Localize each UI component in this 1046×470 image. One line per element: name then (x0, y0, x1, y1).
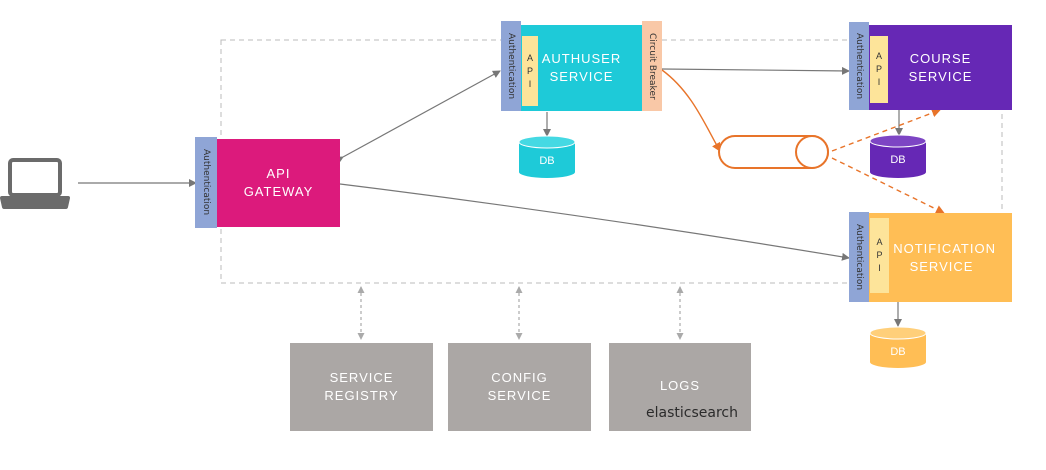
notification-api-p: P (876, 250, 883, 260)
course-api-a: A (875, 51, 882, 61)
notification-api-strip: A P I (870, 218, 889, 293)
authuser-label-1: AUTHUSER (541, 51, 622, 66)
course-api-strip: A P I (870, 36, 888, 103)
course-api-i: I (877, 77, 881, 87)
notification-auth-strip: Authentication (849, 212, 869, 302)
authuser-label-2: SERVICE (549, 69, 614, 84)
notification-auth-label: Authentication (854, 223, 864, 291)
authuser-auth-strip: Authentication (501, 21, 521, 111)
arrow-gateway-notification (339, 183, 850, 261)
db-course-cylinder (869, 134, 927, 178)
course-label-1: COURSE (909, 50, 972, 66)
notification-label-1: NOTIFICATION (893, 240, 996, 256)
authuser-api-p: P (526, 65, 533, 76)
gateway-auth-strip: Authentication (195, 137, 217, 228)
circuit-breaker-label: Circuit Breaker (647, 32, 657, 100)
laptop-icon (0, 158, 70, 209)
course-auth-label: Authentication (854, 32, 864, 100)
authuser-auth-label: Authentication (506, 32, 516, 100)
db-notification-label: DB (890, 346, 906, 358)
notification-service-box: NOTIFICATION SERVICE (869, 213, 1012, 302)
elasticsearch-brand-text: elasticsearch (646, 405, 738, 421)
authuser-service-box: AUTHUSER SERVICE (521, 25, 642, 111)
logs-box: LOGS (609, 343, 751, 431)
registry-label-2: REGISTRY (324, 388, 399, 403)
gateway-auth-label: Authentication (201, 149, 211, 216)
message-broker (718, 135, 829, 169)
config-label-2: SERVICE (487, 388, 552, 403)
service-registry-box: SERVICE REGISTRY (290, 343, 433, 431)
course-service-box: COURSE SERVICE (869, 25, 1012, 110)
authuser-api-i: I (528, 78, 532, 89)
api-gateway-box: API GATEWAY (217, 139, 340, 227)
config-service-box: CONFIG SERVICE (448, 343, 591, 431)
notification-api-i: I (878, 263, 881, 273)
course-auth-strip: Authentication (849, 22, 869, 110)
notification-api-a: A (876, 237, 883, 247)
arrow-broker-course (831, 108, 941, 152)
db-authuser-cylinder (518, 135, 576, 178)
arrow-gateway-authuser (334, 70, 501, 164)
db-notification-cylinder (869, 326, 927, 368)
db-authuser-label: DB (539, 155, 555, 167)
arrow-authuser-broker (661, 69, 721, 152)
arrow-authuser-course (661, 66, 850, 75)
api-gateway-label-2: GATEWAY (243, 184, 314, 199)
circuit-breaker-strip: Circuit Breaker (642, 21, 662, 111)
notification-label-2: SERVICE (909, 258, 974, 274)
course-label-2: SERVICE (908, 68, 973, 84)
registry-label-1: SERVICE (329, 370, 394, 385)
config-label-1: CONFIG (491, 370, 548, 385)
arrow-broker-notification (831, 157, 945, 214)
course-api-p: P (875, 64, 882, 74)
authuser-api-a: A (526, 52, 533, 63)
logs-label: LOGS (659, 378, 701, 393)
authuser-api-strip: A P I (522, 36, 538, 106)
db-course-label: DB (890, 154, 906, 166)
api-gateway-label-1: API (266, 166, 291, 181)
